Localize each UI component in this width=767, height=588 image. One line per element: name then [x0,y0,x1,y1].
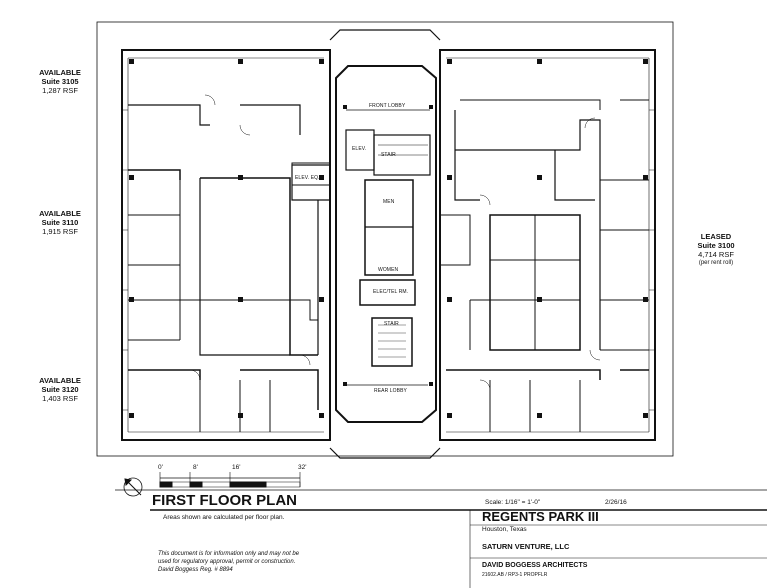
suite-status: AVAILABLE [39,68,81,77]
scale-tick-16: 16' [232,464,241,471]
scale-note: Scale: 1/16" = 1'-0" [485,499,541,506]
disclaimer-line-3: David Boggess Reg. # 8894 [158,567,233,573]
suite-name: Suite 3100 [697,241,735,250]
room-label-women: WOMEN [378,267,399,273]
core-bottom [329,447,441,459]
suite-status: LEASED [700,232,732,241]
room-label-elev-eq: ELEV. EQ. [295,175,320,181]
plan-title: FIRST FLOOR PLAN [152,492,297,509]
scale-tick-0: 0' [158,464,163,471]
columns [129,59,648,418]
left-wing-outline [121,49,331,441]
suite-note: (per rent roll) [698,260,734,266]
file-ref: 21602.AB / RP3-1 PROPFLR [482,572,548,578]
room-label-stair-top: STAIR [381,152,396,158]
stair-top [373,134,431,176]
suite-3110-label: AVAILABLE Suite 3110 1,915 RSF [20,209,100,236]
owner: SATURN VENTURE, LLC [482,542,570,551]
stair-bottom [371,317,413,367]
suite-name: Suite 3105 [41,77,79,86]
room-label-rear-lobby: REAR LOBBY [374,388,407,394]
site-boundary [96,21,674,457]
suite-name: Suite 3110 [41,218,79,227]
room-label-stair-bottom: STAIR [384,321,399,327]
scale-tick-8: 8' [193,464,198,471]
suite-3105-label: AVAILABLE Suite 3105 1,287 RSF [20,68,100,95]
core-outline [335,65,437,423]
suite-status: AVAILABLE [39,209,81,218]
project-location: Houston, Texas [482,526,527,533]
suite-name: Suite 3120 [41,385,79,394]
right-wing-outline [439,49,656,441]
suite-area: 1,915 RSF [42,227,78,236]
north-arrow-icon [123,477,143,497]
suite-3100-label: LEASED Suite 3100 4,714 RSF (per rent ro… [674,232,758,268]
disclaimer: This document is for information only an… [158,550,299,574]
areas-note: Areas shown are calculated per floor pla… [163,514,285,521]
room-label-elevator: ELEV. [352,146,367,152]
room-label-men: MEN [383,199,395,205]
suite-status: AVAILABLE [39,376,81,385]
project-name: REGENTS PARK III [482,509,599,524]
suite-area: 1,287 RSF [42,86,78,95]
suite-3100-core [489,214,581,351]
disclaimer-line-2: used for regulatory approval, permit or … [158,559,296,565]
architect: DAVID BOGGESS ARCHITECTS [482,562,588,569]
scale-tick-32: 32' [298,464,307,471]
room-label-elec-tel: ELEC/TEL RM. [373,289,409,295]
suite-area: 4,714 RSF [698,250,734,259]
elec-tel-room [359,279,416,306]
date: 2/26/16 [605,499,627,506]
core-top [329,29,441,41]
disclaimer-line-1: This document is for information only an… [158,551,300,557]
suite-3110-core [199,178,290,356]
suite-3120-label: AVAILABLE Suite 3120 1,403 RSF [20,376,100,403]
elev-eq-room [291,162,331,186]
suite-area: 1,403 RSF [42,394,78,403]
room-label-front-lobby: FRONT LOBBY [369,103,406,109]
